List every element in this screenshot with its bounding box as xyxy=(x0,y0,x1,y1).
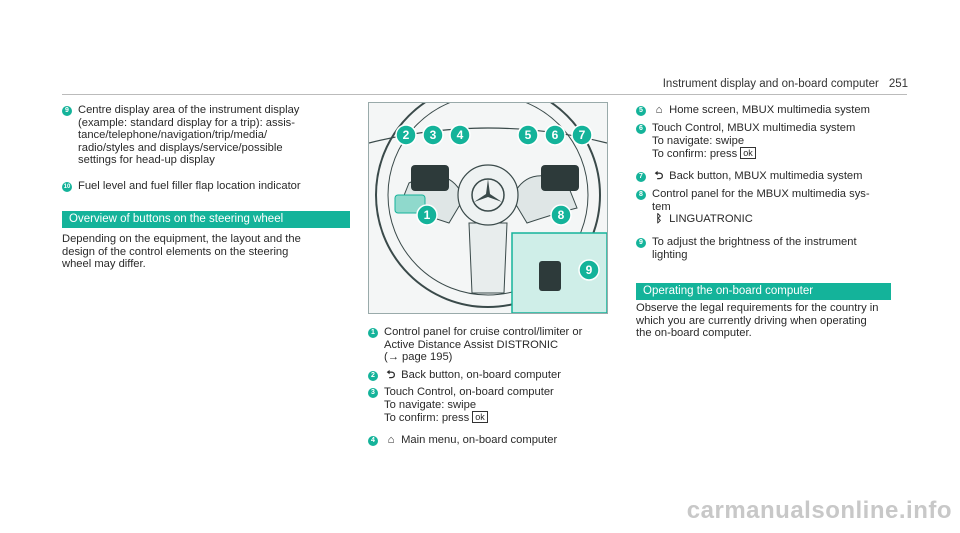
page-number: 251 xyxy=(888,78,908,90)
voice-control-icon: ᛒ xyxy=(655,213,663,226)
legend-item-3: 3 Touch Control, on-board computer To nav… xyxy=(368,386,618,425)
steering-wheel-drawing: 2 3 4 5 6 7 1 8 9 xyxy=(369,103,607,313)
legend-text: LINGUATRONIC xyxy=(669,213,753,226)
body-line: Depending on the equipment, the layout a… xyxy=(62,233,301,245)
section-body: Observe the legal requirements for the c… xyxy=(636,302,916,340)
legend-text: tance/telephone/navigation/trip/media/ xyxy=(78,129,268,142)
callout-badge: 10 xyxy=(62,182,72,192)
legend-text: Main menu, on-board computer xyxy=(401,434,558,446)
callout-3: 3 xyxy=(430,128,437,142)
legend-text: Fuel level and fuel filler flap location… xyxy=(78,180,301,192)
back-icon: ⮌ xyxy=(654,170,664,182)
legend-item-9: 9 Centre display area of the instrument d… xyxy=(62,104,352,167)
callout-4: 4 xyxy=(457,128,464,142)
legend-text: To adjust the brightness of the instrume… xyxy=(652,236,857,248)
ok-key-icon: ok xyxy=(472,411,488,424)
body-line: which you are currently driving when ope… xyxy=(636,314,867,327)
legend-text: Control panel for cruise control/limiter… xyxy=(384,326,583,338)
legend-text: radio/styles and displays/service/possib… xyxy=(78,141,283,154)
legend-text: tem xyxy=(652,200,671,213)
legend-item-4: 4 ⌂ Main menu, on-board computer xyxy=(368,434,618,447)
legend-item-5: 5 ⌂ Home screen, MBUX multimedia system xyxy=(636,104,916,117)
steering-wheel-illustration: 2 3 4 5 6 7 1 8 9 xyxy=(368,102,608,314)
legend-text: To confirm: press xyxy=(652,148,738,161)
body-line: wheel may differ. xyxy=(62,258,146,271)
legend-item-6: 6 Touch Control, MBUX multimedia system T… xyxy=(636,122,916,161)
legend-text: To confirm: press xyxy=(384,412,470,425)
body-line: design of the control elements on the st… xyxy=(62,245,289,258)
legend-text: Active Distance Assist DISTRONIC xyxy=(384,338,559,351)
legend-text: Back button, MBUX multimedia system xyxy=(669,170,863,182)
callout-badge: 9 xyxy=(62,106,72,116)
callout-badge: 4 xyxy=(368,436,378,446)
legend-item-9b: 9 To adjust the brightness of the instrum… xyxy=(636,236,916,261)
legend-text: To navigate: swipe xyxy=(384,398,477,411)
legend-text: Touch Control, MBUX multimedia system xyxy=(652,122,856,134)
callout-badge: 1 xyxy=(368,328,378,338)
callout-badge: 6 xyxy=(636,124,646,134)
callout-7: 7 xyxy=(579,128,586,142)
callout-badge: 5 xyxy=(636,106,646,116)
legend-text: Centre display area of the instrument di… xyxy=(78,104,300,116)
header-rule xyxy=(62,94,907,95)
callout-1: 1 xyxy=(424,208,431,222)
legend-item-1: 1 Control panel for cruise control/limite… xyxy=(368,326,618,364)
legend-text: To navigate: swipe xyxy=(652,134,745,147)
watermark: carmanualsonline.info xyxy=(686,497,952,524)
back-icon: ⮌ xyxy=(386,369,396,381)
callout-badge: 2 xyxy=(368,371,378,381)
callout-badge: 3 xyxy=(368,388,378,398)
legend-item-2: 2 ⮌ Back button, on-board computer xyxy=(368,369,618,382)
callout-2: 2 xyxy=(403,128,410,142)
callout-badge: 9 xyxy=(636,238,646,248)
legend-text: lighting xyxy=(652,248,688,261)
ok-key-icon: ok xyxy=(740,147,756,160)
callout-badge: 7 xyxy=(636,172,646,182)
legend-text: (example: standard display for a trip): … xyxy=(78,116,295,129)
callout-9: 9 xyxy=(586,263,593,277)
legend-item-7: 7 ⮌ Back button, MBUX multimedia system xyxy=(636,170,916,183)
legend-text: Back button, on-board computer xyxy=(401,369,561,381)
page-header: Instrument display and on-board computer… xyxy=(663,78,908,90)
section-heading-onboard-computer: Operating the on-board computer xyxy=(636,283,891,300)
legend-item-8: 8 Control panel for the MBUX multimedia s… xyxy=(636,188,916,226)
section-heading-steering-buttons: Overview of buttons on the steering whee… xyxy=(62,211,350,228)
callout-8: 8 xyxy=(558,208,565,222)
header-title: Instrument display and on-board computer xyxy=(662,78,879,90)
legend-item-10: 10 Fuel level and fuel filler flap locati… xyxy=(62,180,352,193)
callout-badge: 8 xyxy=(636,190,646,200)
legend-text: Control panel for the MBUX multimedia sy… xyxy=(652,188,870,200)
page-reference: (→ page 195) xyxy=(384,351,453,364)
body-line: Observe the legal requirements for the c… xyxy=(636,302,879,314)
home-icon: ⌂ xyxy=(655,104,663,116)
legend-text: settings for head-up display xyxy=(78,154,215,167)
legend-text: Home screen, MBUX multimedia system xyxy=(669,104,870,116)
callout-6: 6 xyxy=(552,128,559,142)
legend-text: Touch Control, on-board computer xyxy=(384,386,554,398)
home-icon: ⌂ xyxy=(387,434,395,446)
callout-5: 5 xyxy=(525,128,532,142)
section-body: Depending on the equipment, the layout a… xyxy=(62,233,352,271)
body-line: the on-board computer. xyxy=(636,327,752,340)
